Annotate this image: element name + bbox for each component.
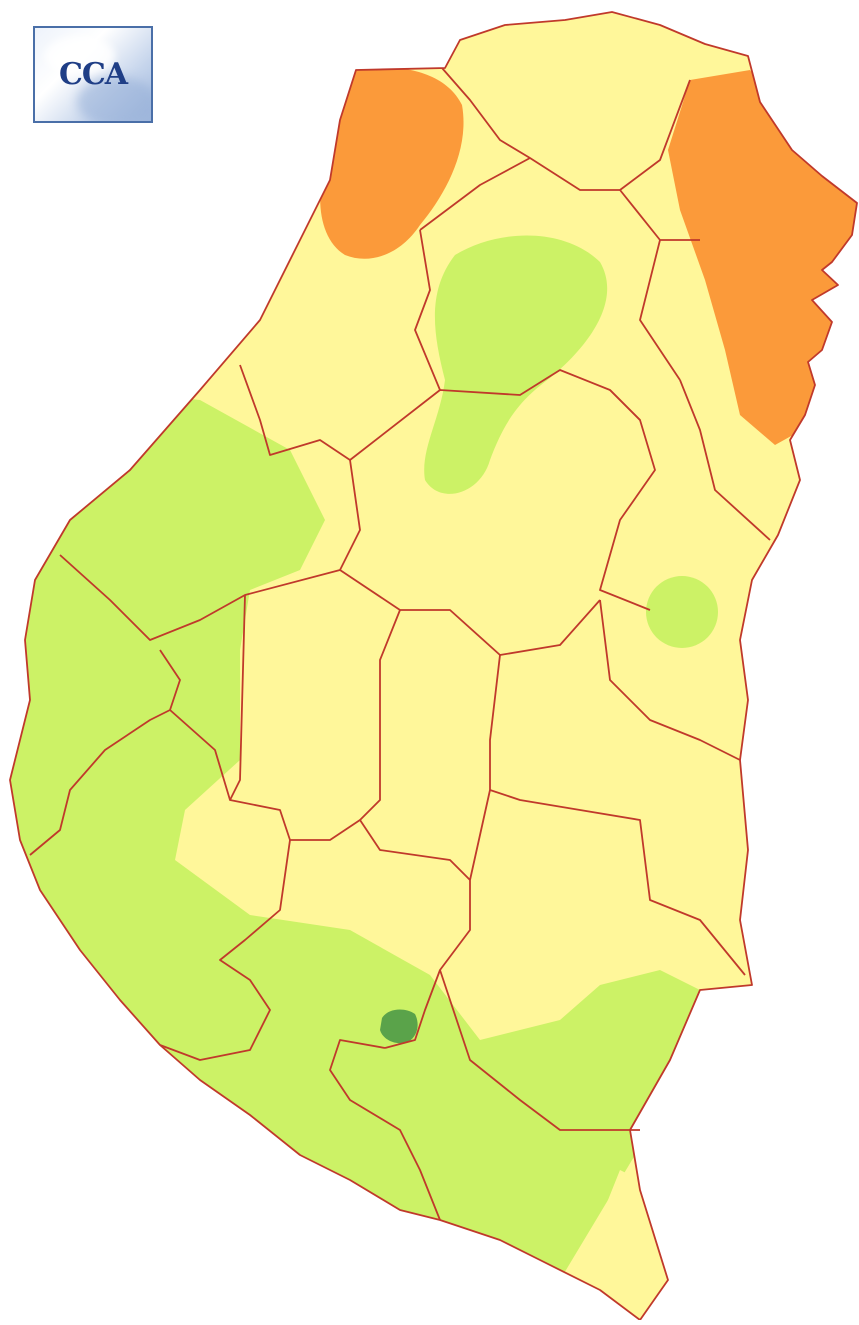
logo-text: CCA xyxy=(58,57,128,92)
border-line xyxy=(29,649,181,856)
central-green-region xyxy=(424,235,608,494)
border-line xyxy=(229,594,361,841)
border-line xyxy=(599,389,656,611)
department-borders xyxy=(9,11,858,1321)
east-green-spot xyxy=(646,576,718,648)
northwest-orange-region xyxy=(320,67,464,259)
border-line xyxy=(419,157,531,231)
border-line xyxy=(439,969,640,1131)
border-line xyxy=(679,379,771,541)
dark-green-spot xyxy=(380,1009,418,1044)
cca-logo: CCA xyxy=(33,26,153,123)
border-line xyxy=(489,654,746,976)
border-line xyxy=(441,67,691,191)
border-line xyxy=(339,569,601,656)
border-line xyxy=(639,239,681,381)
border-line xyxy=(599,599,741,761)
border-line xyxy=(329,1039,441,1221)
border-line xyxy=(239,364,351,461)
border-line xyxy=(169,709,231,801)
border-line xyxy=(159,839,291,1061)
border-line xyxy=(59,459,361,641)
border-line xyxy=(414,229,441,391)
